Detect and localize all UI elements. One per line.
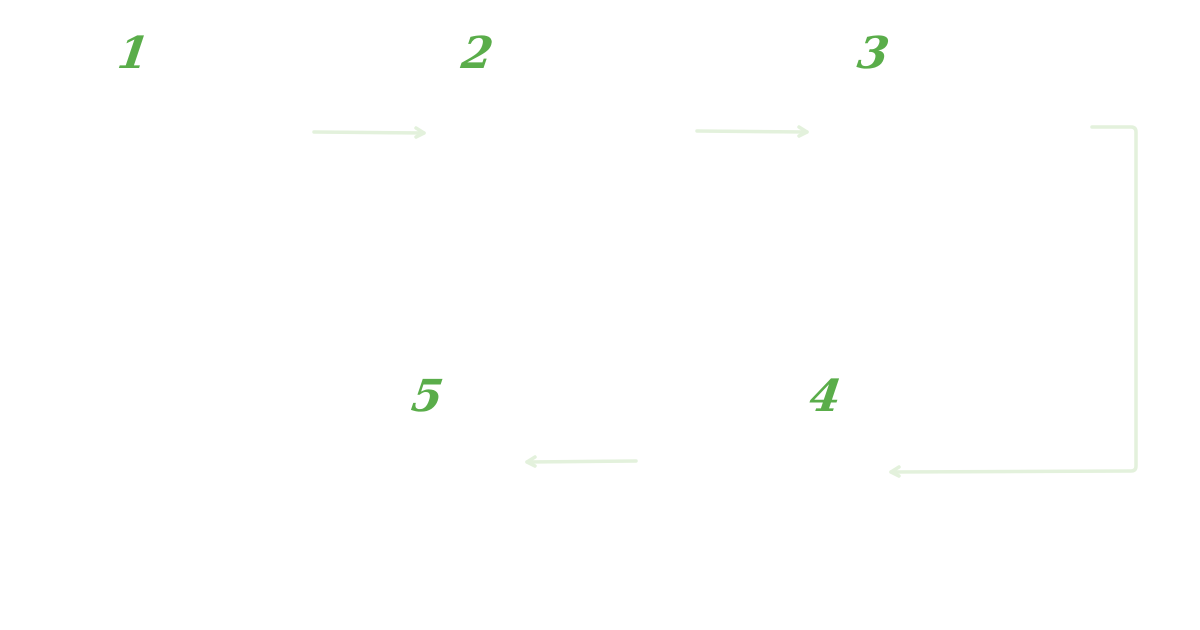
arrow-step3-to-step4 xyxy=(889,125,1138,478)
arrow-step2-to-step3 xyxy=(695,125,809,138)
arrow-step4-to-step5 xyxy=(525,455,638,468)
arrow-step1-to-step2 xyxy=(312,126,426,139)
